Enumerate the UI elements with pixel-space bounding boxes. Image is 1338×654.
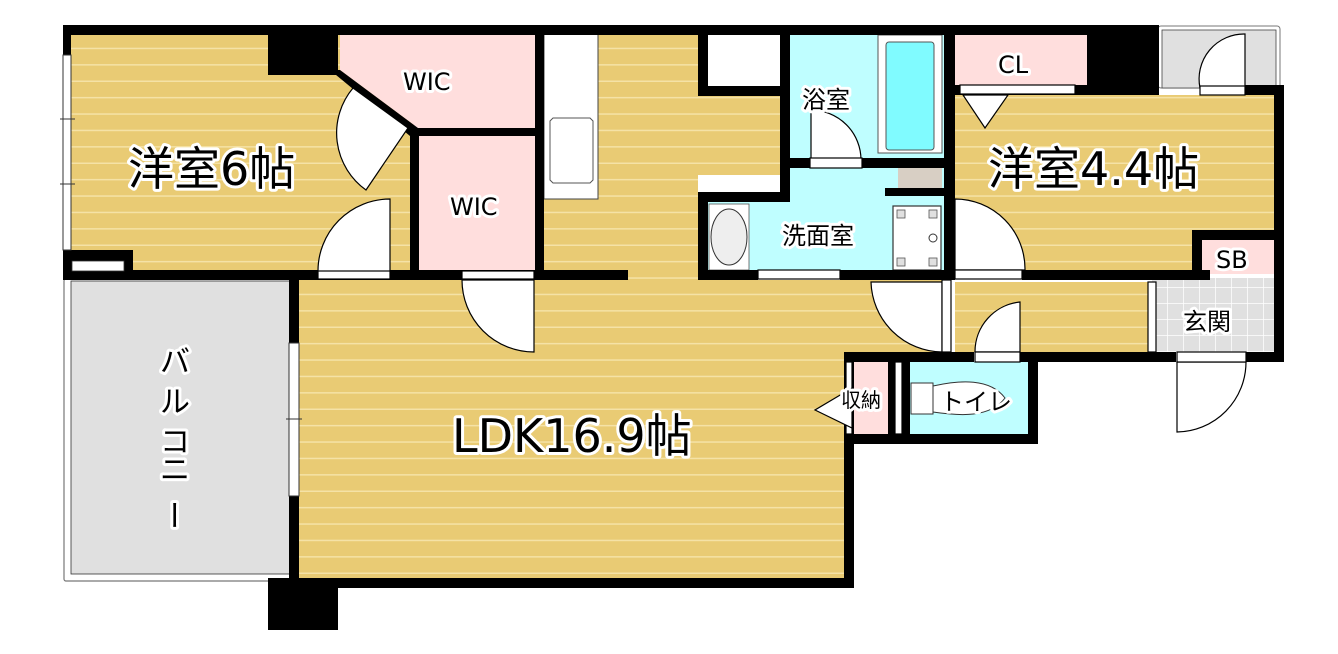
closet-floor bbox=[955, 33, 1087, 85]
refrigerator-space bbox=[708, 34, 780, 86]
door-western-room-6 bbox=[317, 198, 391, 273]
vanity-sink bbox=[710, 208, 748, 266]
storage-beige bbox=[898, 168, 942, 188]
kitchen-sink bbox=[549, 117, 594, 184]
bathtub bbox=[885, 41, 935, 151]
shoebox-floor bbox=[1200, 240, 1274, 274]
label-western-room-6: 洋室6帖 bbox=[128, 142, 295, 196]
label-balcony-char: ル bbox=[160, 385, 190, 420]
wic-1-floor bbox=[340, 33, 535, 128]
door-western-room-44 bbox=[954, 198, 1026, 271]
window-western-room-6 bbox=[60, 54, 75, 251]
washing-machine-pan-feet bbox=[896, 209, 938, 267]
label-balcony-char: コ bbox=[160, 425, 190, 460]
label-shoebox: SB bbox=[1216, 246, 1248, 274]
label-wic-1: WIC bbox=[403, 68, 451, 96]
drain-icon bbox=[928, 233, 938, 243]
label-wic-2: WIC bbox=[450, 193, 498, 221]
entrance-floor bbox=[1152, 278, 1274, 352]
door-wic-1 bbox=[336, 87, 409, 191]
western-room-44-floor bbox=[955, 95, 1274, 272]
balcony bbox=[63, 278, 297, 582]
wic-2-floor bbox=[418, 136, 535, 273]
label-western-room-44: 洋室4.4帖 bbox=[988, 142, 1199, 196]
label-washroom: 洗面室 bbox=[782, 222, 854, 250]
closet-shelf bbox=[71, 260, 125, 272]
label-balcony-char: バ bbox=[160, 345, 190, 380]
label-toilet: トイレ bbox=[940, 388, 1012, 416]
storage-door-arrow bbox=[813, 386, 853, 429]
door-meter-box bbox=[1198, 33, 1246, 89]
window-ldk-balcony bbox=[286, 342, 302, 497]
label-balcony-char: ー bbox=[155, 500, 190, 530]
closet-door-arrow bbox=[961, 94, 1010, 130]
label-entrance: 玄関 bbox=[1183, 308, 1231, 336]
toilet-fixture bbox=[910, 381, 1006, 416]
label-ldk: LDK16.9帖 bbox=[452, 409, 692, 463]
label-balcony-char: ニ bbox=[160, 453, 190, 488]
door-wic-2 bbox=[461, 279, 535, 353]
door-washroom-hall bbox=[870, 281, 943, 353]
doors bbox=[317, 33, 1247, 435]
door-entrance bbox=[1176, 361, 1247, 433]
label-storage: 収納 bbox=[841, 388, 881, 412]
ldk-floor bbox=[298, 33, 945, 578]
label-bathroom: 浴室 bbox=[802, 86, 850, 114]
label-closet: CL bbox=[998, 51, 1029, 79]
storage-floor bbox=[850, 362, 888, 434]
label-balcony: バ ル コ ニ ー bbox=[152, 342, 193, 533]
